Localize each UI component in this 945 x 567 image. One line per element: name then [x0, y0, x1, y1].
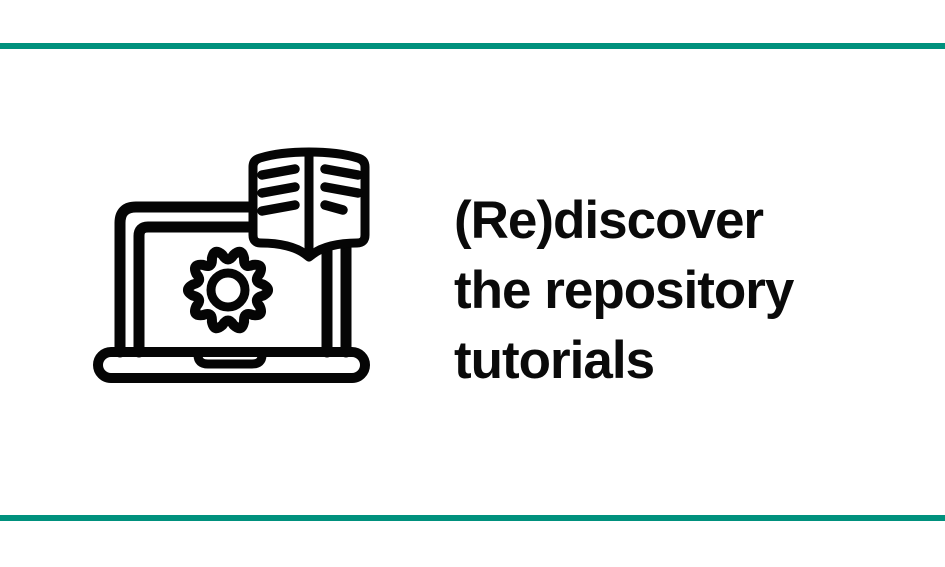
book-text-lines [257, 164, 363, 216]
top-divider [0, 43, 945, 49]
tutorials-illustration [90, 145, 372, 385]
banner-title-line-1: (Re)discover [454, 191, 764, 250]
open-book-icon [248, 147, 370, 262]
banner-title: (Re)discover the repository tutorials [454, 186, 794, 396]
banner-title-line-2: the repository [454, 261, 794, 320]
gear-icon [183, 246, 273, 334]
banner-title-line-3: tutorials [454, 331, 655, 390]
bottom-divider [0, 515, 945, 521]
